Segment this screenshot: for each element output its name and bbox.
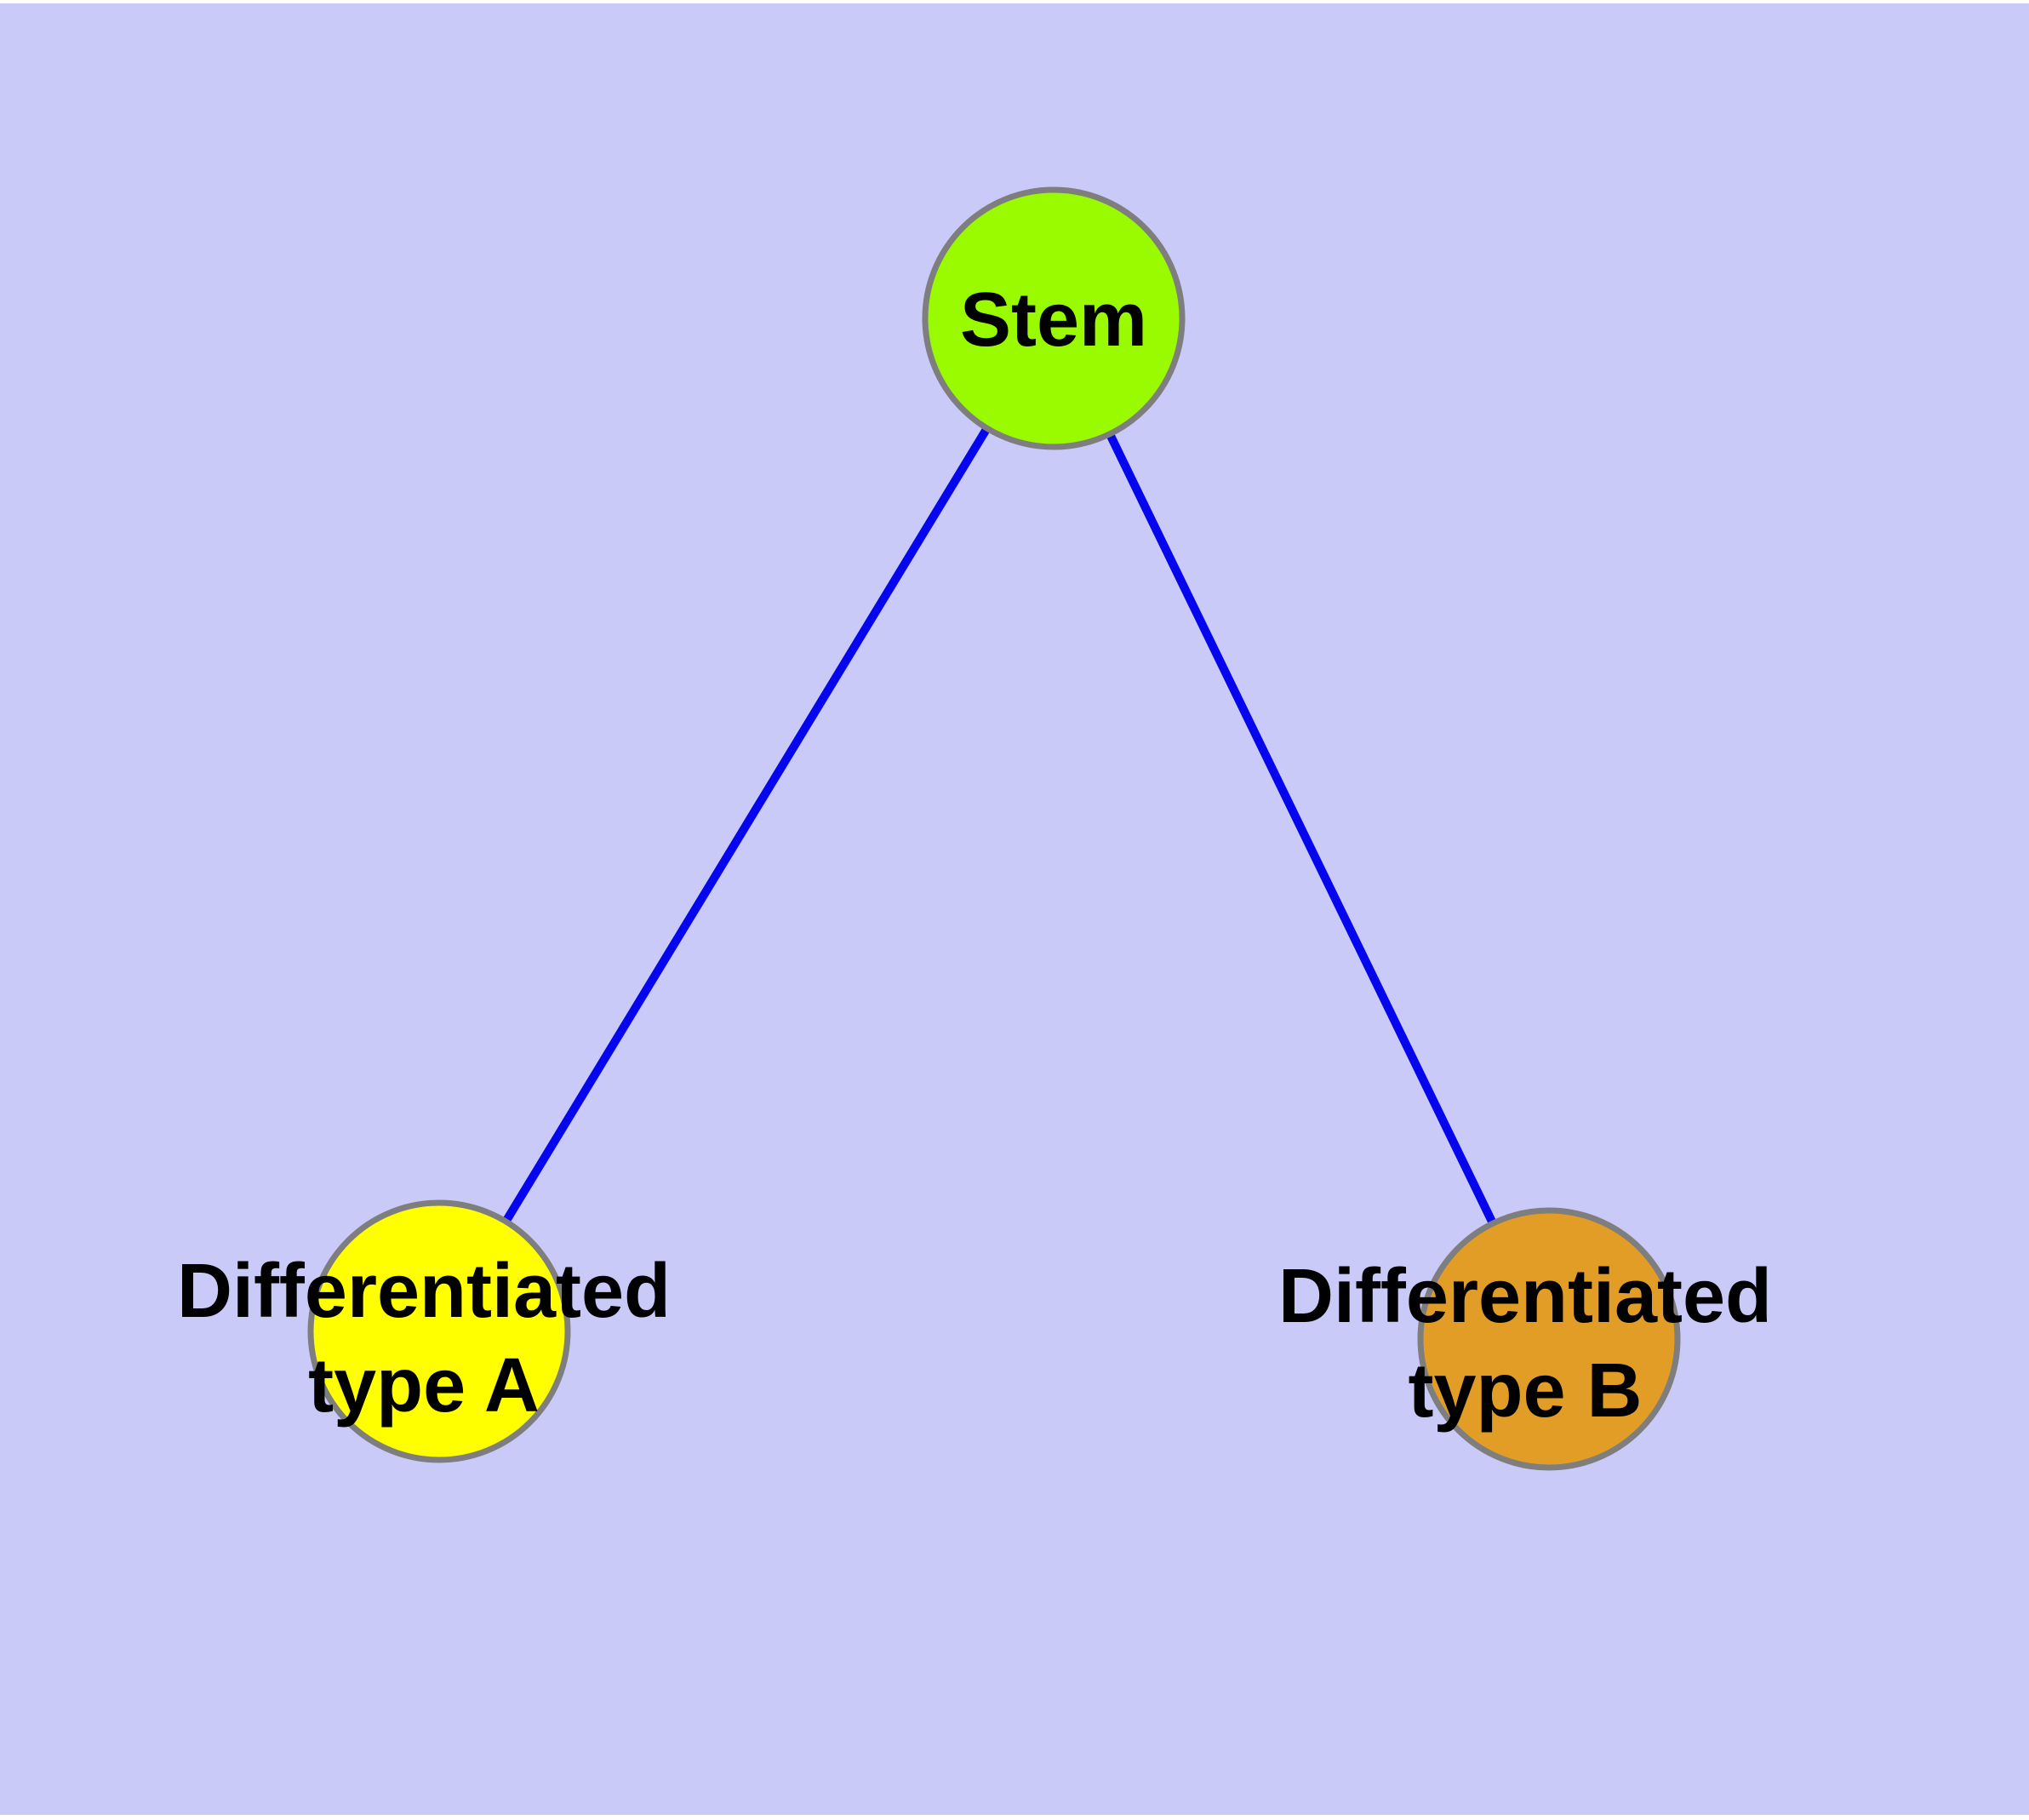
node-type-a-label-line2: type A <box>308 1343 540 1428</box>
node-stem <box>922 186 1186 450</box>
node-type-b-label-line2: type B <box>1408 1348 1642 1434</box>
node-differentiated-type-a <box>307 1199 571 1463</box>
edge-stem-to-type-b <box>1049 316 1553 1342</box>
node-stem-label: Stem <box>960 278 1147 363</box>
node-type-a-label-line1: Differentiated <box>177 1249 671 1334</box>
node-differentiated-type-b <box>1417 1207 1681 1471</box>
node-type-b-label-line1: Differentiated <box>1278 1254 1772 1339</box>
edge-stem-to-type-a <box>435 316 1058 1334</box>
